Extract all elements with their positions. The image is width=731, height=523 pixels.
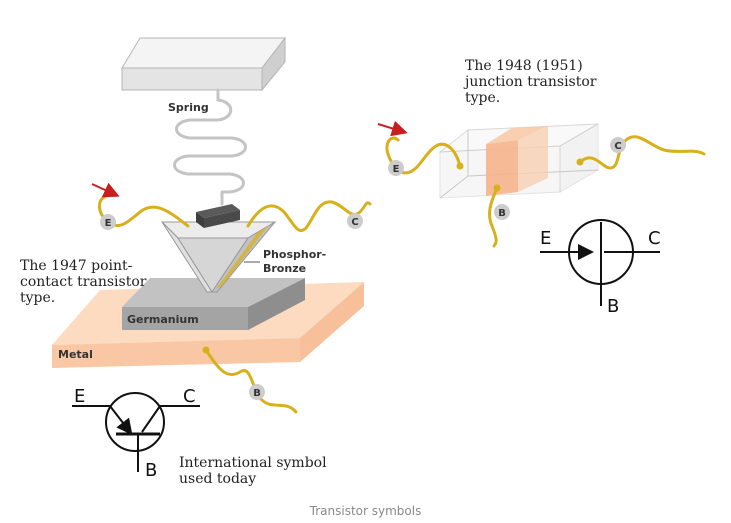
signal-arrow-icon [91,182,120,198]
spring-label: Spring [168,101,209,114]
svg-text:E: E [105,218,112,229]
phosphor-label-1: Phosphor- [263,248,326,261]
collector-wire [246,200,372,233]
jt-symbol-label-b: B [607,296,619,317]
jt-symbol-label-e: E [540,228,551,249]
badge-emitter-jt: E [388,160,404,176]
svg-text:B: B [253,388,261,399]
jt-base-dot [493,184,501,192]
svg-text:C: C [351,217,358,228]
jt-emitter-dot [456,162,464,170]
jt-symbol-label-c: C [648,228,661,249]
pc-desc-3: type. [20,290,55,306]
international-symbol [72,392,200,472]
jt-emitter-wire [385,136,462,175]
junction-base-slab [486,126,548,196]
base-wire [204,348,298,414]
metal-label: Metal [58,348,93,361]
top-block [121,36,287,92]
svg-text:E: E [393,164,400,175]
intl-desc-1: International symbol [179,455,327,471]
jt-signal-arrow-icon [377,120,408,137]
jt-collector-dot [576,158,584,166]
badge-collector-jt: C [610,137,626,153]
figure-caption: Transistor symbols [309,504,422,518]
intl-desc-2: used today [179,471,256,487]
badge-base-pc: B [249,384,265,400]
jt-collector-wire [578,135,706,170]
junction-symbol [540,219,660,306]
emitter-wire [98,194,190,228]
phosphor-label-2: Bronze [263,262,306,275]
contact-block [196,204,240,228]
jt-desc-1: The 1948 (1951) [465,58,583,74]
base-contact-dot [202,346,210,354]
germanium-label: Germanium [127,313,199,326]
jt-desc-3: type. [465,90,500,106]
pc-desc-1: The 1947 point- [20,258,133,274]
symbol-label-c: C [183,386,196,407]
badge-emitter-pc: E [100,214,116,230]
spring-coil [173,88,247,206]
symbol-label-e: E [74,386,85,407]
germanium-block [122,278,305,330]
svg-text:C: C [614,141,621,152]
symbol-label-b: B [145,460,157,481]
badge-collector-pc: C [347,213,363,229]
jt-desc-2: junction transistor [463,74,597,90]
svg-text:B: B [498,208,506,219]
badge-base-jt: B [494,204,510,220]
jt-base-wire [488,186,499,248]
pc-desc-2: contact transistor [20,274,147,290]
